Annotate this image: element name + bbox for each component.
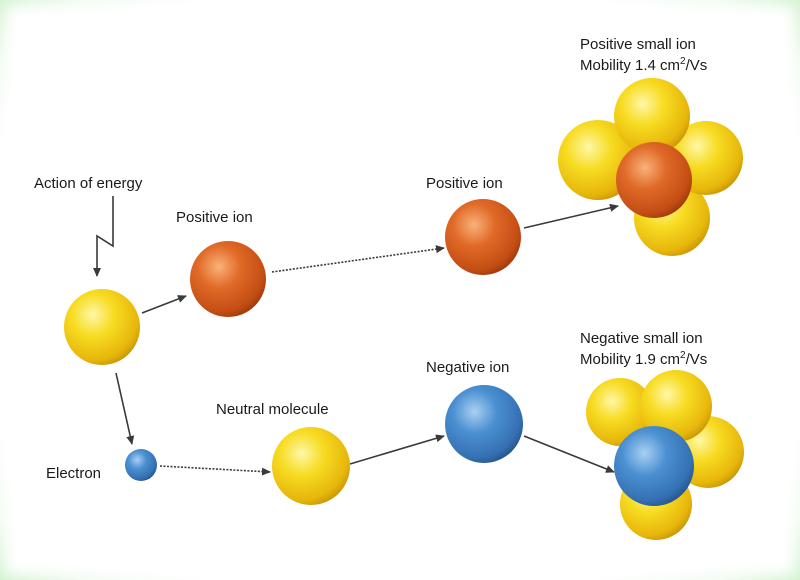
arrow-molecule-to-electron [115,372,135,445]
label-positive-ion-1: Positive ion [176,209,253,226]
label-positive-small-ion-title: Positive small ion [580,36,696,53]
positive-mobility-prefix: Mobility 1.4 cm [580,57,680,74]
label-negative-small-ion-title: Negative small ion [580,330,703,347]
label-action-of-energy: Action of energy [34,175,143,192]
electron-sphere [125,449,157,481]
neutral-molecule-start [64,289,140,365]
arrows [93,196,619,476]
energy-bolt-arrow [93,196,114,277]
cluster-molecule [614,78,690,154]
label-negative-ion: Negative ion [426,359,509,376]
label-electron: Electron [46,465,101,482]
cluster-molecule [640,370,712,442]
negative-ion-sphere [445,385,523,463]
label-positive-ion-2: Positive ion [426,175,503,192]
label-negative-mobility: Mobility 1.9 cm2/Vs [580,350,707,368]
negative-small-ion-cluster [586,370,744,540]
positive-ion-sphere-2 [445,199,521,275]
positive-mobility-sup: 2 [680,56,686,67]
positive-small-ion-cluster [558,78,743,256]
arrow-positive-ion-to-cluster [523,203,619,229]
negative-mobility-unit: /Vs [686,351,708,368]
positive-ion-sphere-1 [190,241,266,317]
cluster-negative-ion [614,426,694,506]
cluster-molecule [586,378,654,446]
negative-mobility-sup: 2 [680,350,686,361]
neutral-molecule-sphere [272,427,350,505]
arrow-positive-ion-to-positive-ion [271,245,445,273]
positive-mobility-unit: /Vs [686,57,708,74]
arrow-neutral-to-negative-ion [349,434,445,465]
cluster-positive-ion [616,142,692,218]
arrow-molecule-to-positive-ion [141,295,187,314]
label-neutral-molecule: Neutral molecule [216,401,329,418]
label-positive-mobility: Mobility 1.4 cm2/Vs [580,56,707,74]
arrow-electron-to-neutral-molecule [159,465,271,476]
arrow-negative-ion-to-cluster [523,435,615,473]
negative-mobility-prefix: Mobility 1.9 cm [580,351,680,368]
